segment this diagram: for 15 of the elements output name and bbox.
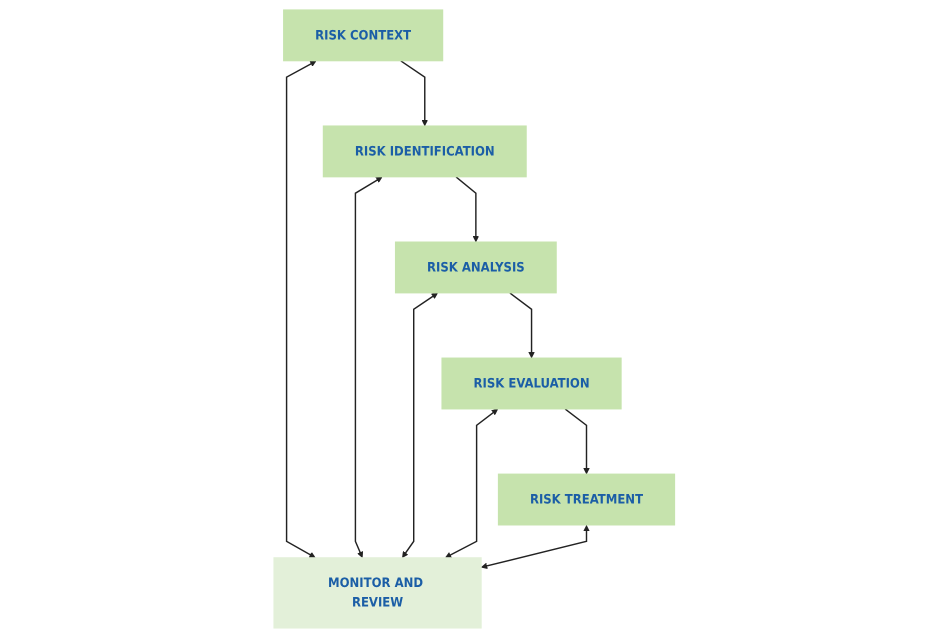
node-box: RISK EVALUATION: [441, 358, 622, 410]
arrow: [455, 176, 479, 242]
arrow: [509, 292, 534, 358]
node-box: MONITOR AND REVIEW: [273, 557, 482, 629]
arrow: [354, 176, 382, 558]
node-box: RISK CONTEXT: [282, 9, 443, 62]
arrow: [564, 408, 590, 474]
arrow: [402, 292, 438, 558]
node-box: RISK ANALYSIS: [394, 242, 557, 294]
arrow: [400, 60, 428, 126]
arrow: [286, 60, 316, 558]
node-box: RISK TREATMENT: [498, 474, 675, 526]
node-box: RISK IDENTIFICATION: [322, 125, 526, 178]
arrow: [444, 408, 498, 558]
arrow: [480, 525, 590, 569]
